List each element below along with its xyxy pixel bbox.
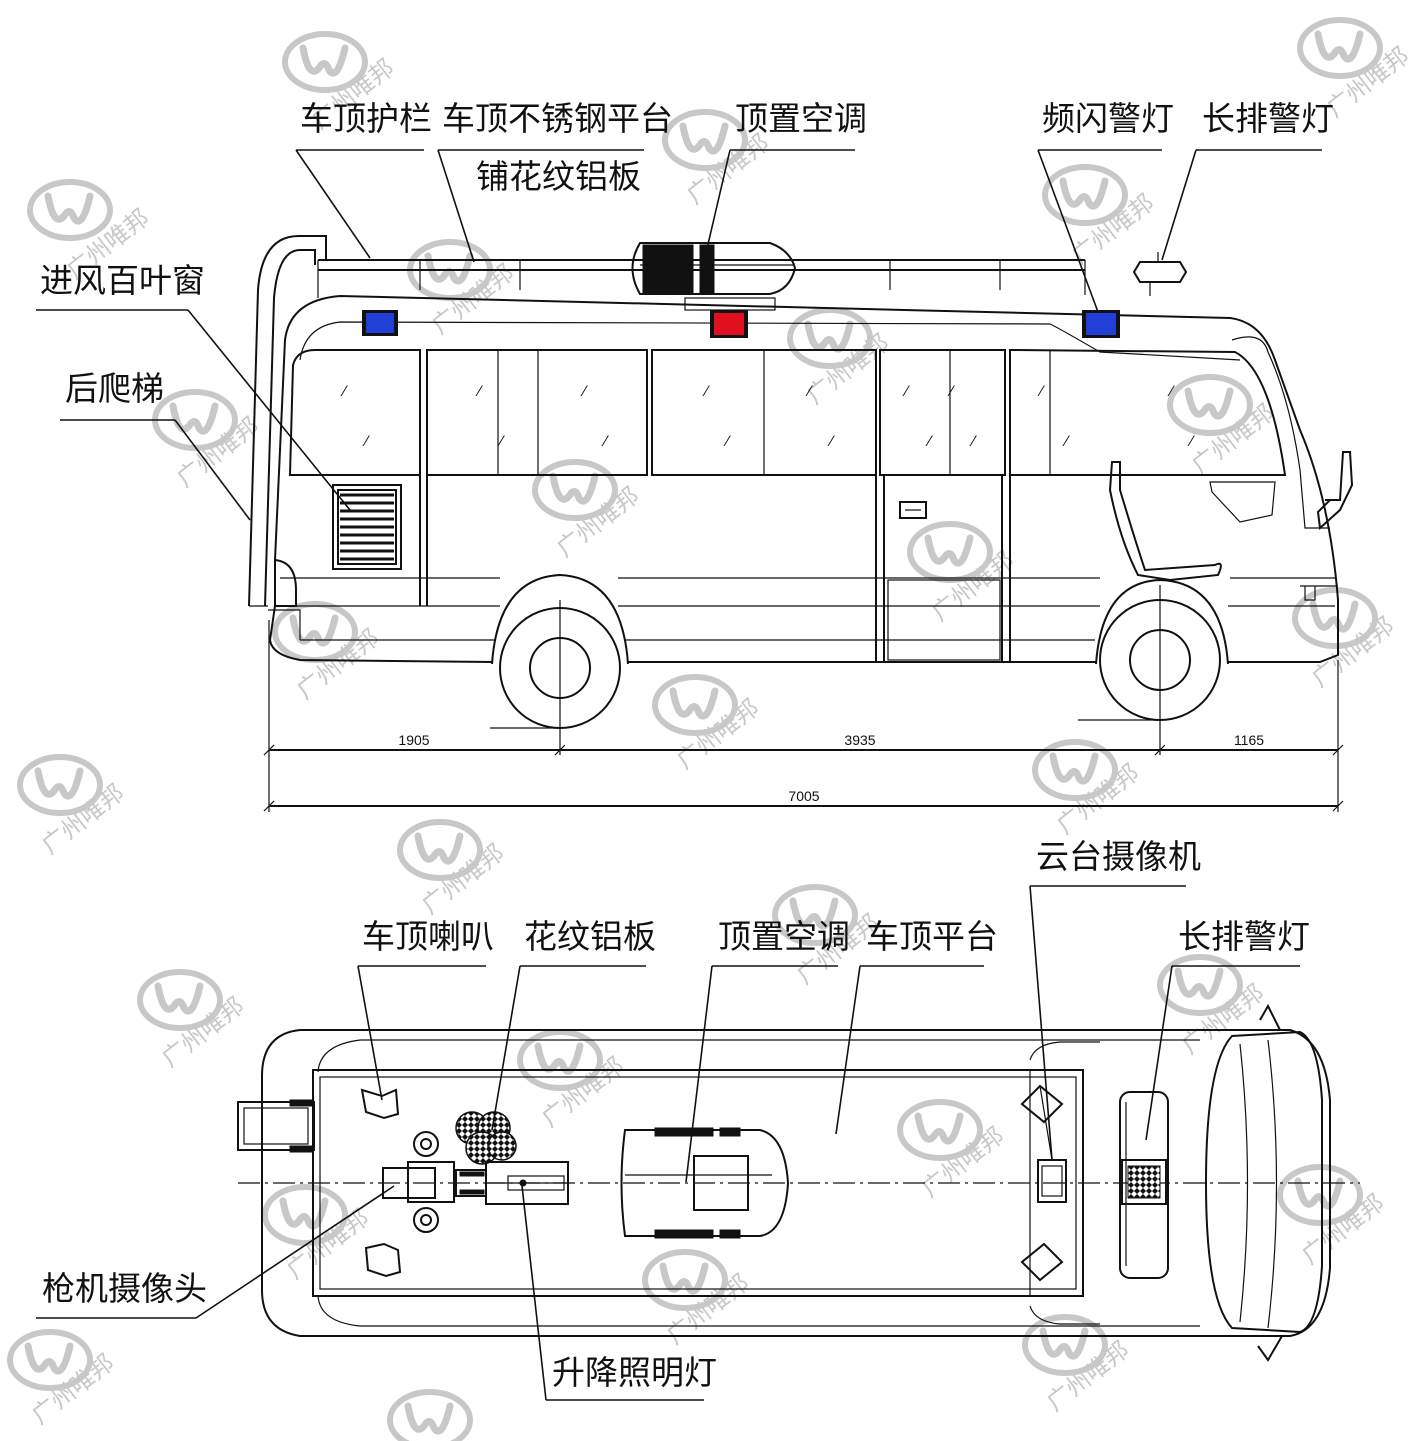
- watermark-text: 广州唯邦: [916, 1122, 1009, 1203]
- svg-text:⁄: ⁄: [1167, 384, 1175, 400]
- w-logo-icon: [390, 1392, 470, 1441]
- watermark-text: 广州唯邦: [171, 412, 264, 493]
- watermark: 广州唯邦: [400, 822, 509, 920]
- w-logo-icon: [30, 182, 110, 238]
- driver-seat: [1108, 461, 1222, 582]
- label-light-bar-top: 长排警灯: [1178, 917, 1310, 956]
- vehicle-roof-outline: [261, 1029, 1331, 1337]
- side-labels: 车顶护栏 车顶不锈钢平台 铺花纹铝板 顶置空调 频闪警灯 长排警灯 进风百叶窗 …: [36, 99, 1334, 521]
- label-bullet-camera: 枪机摄像头: [42, 1269, 207, 1308]
- label-roof-platform: 车顶平台: [866, 917, 998, 956]
- roof-ac-top: [620, 1127, 790, 1239]
- svg-text:⁄: ⁄: [340, 384, 348, 400]
- roof-platform: [312, 1069, 1084, 1297]
- label-roof-platform-line1: 车顶不锈钢平台: [442, 99, 673, 138]
- svg-text:⁄: ⁄: [475, 384, 483, 400]
- svg-text:⁄: ⁄: [969, 434, 977, 450]
- label-air-louver: 进风百叶窗: [40, 261, 205, 300]
- vehicle-body: [268, 294, 1339, 663]
- label-checker-plate: 花纹铝板: [524, 917, 656, 956]
- watermark: 广州唯邦: [1160, 957, 1269, 1060]
- svg-text:⁄: ⁄: [723, 434, 731, 450]
- rear-ladder-top: [237, 1099, 315, 1153]
- svg-text:⁄: ⁄: [902, 384, 910, 400]
- dim-rear-overhang: 1905: [398, 732, 429, 748]
- side-view: ⁄ ⁄ ⁄ ⁄ ⁄ ⁄ ⁄ ⁄ ⁄ ⁄ ⁄ ⁄ ⁄ ⁄ ⁄ ⁄ ⁄ ⁄: [36, 99, 1354, 812]
- top-labels: 车顶喇叭 花纹铝板 顶置空调 车顶平台 云台摄像机 长排警灯 枪机摄像头 升降照…: [36, 837, 1310, 1401]
- label-ptz-camera: 云台摄像机: [1036, 837, 1201, 876]
- watermark: 广州唯邦: [140, 972, 249, 1073]
- label-rear-ladder: 后爬梯: [65, 369, 164, 408]
- dimensions: 1905 3935 1165 7005: [263, 620, 1344, 812]
- watermark: 广州唯邦: [790, 310, 894, 410]
- windows: [288, 348, 1287, 523]
- watermark-text: 广州唯邦: [551, 482, 644, 563]
- roof-speaker-icon: [360, 1088, 400, 1120]
- roof-speaker-icon: [364, 1242, 402, 1278]
- watermark-text: 广州唯邦: [1041, 1336, 1134, 1417]
- svg-text:⁄: ⁄: [947, 384, 955, 400]
- side-mirror: [1316, 451, 1354, 531]
- watermark: 广州唯邦: [275, 604, 384, 705]
- label-roof-speaker: 车顶喇叭: [362, 917, 494, 956]
- label-roof-ac: 顶置空调: [735, 99, 867, 138]
- watermark: 广州唯邦: [655, 677, 764, 775]
- svg-text:⁄: ⁄: [925, 434, 933, 450]
- svg-text:⁄: ⁄: [827, 434, 835, 450]
- svg-text:⁄: ⁄: [362, 434, 370, 450]
- svg-text:⁄: ⁄: [1037, 384, 1045, 400]
- svg-text:⁄: ⁄: [1187, 434, 1195, 450]
- top-view: 车顶喇叭 花纹铝板 顶置空调 车顶平台 云台摄像机 长排警灯 枪机摄像头 升降照…: [36, 837, 1360, 1401]
- svg-text:⁄: ⁄: [702, 384, 710, 400]
- label-lifting-light: 升降照明灯: [552, 1353, 717, 1392]
- cab-front-top: [1204, 1003, 1323, 1362]
- svg-text:⁄: ⁄: [1062, 434, 1070, 450]
- label-light-bar: 长排警灯: [1202, 99, 1334, 138]
- watermarks: 广州唯邦 广州唯邦 广州唯邦 广州唯邦 广州唯邦 广州唯邦 广州唯邦 广州唯邦: [10, 20, 1413, 1441]
- air-louver-grille: [332, 484, 402, 570]
- light-bar-side: [1132, 252, 1188, 296]
- lifting-light-mast: [382, 1131, 569, 1233]
- watermark: 广州唯邦: [155, 392, 264, 493]
- watermark: 广州唯邦: [535, 462, 644, 563]
- watermark: 广州唯邦: [1045, 167, 1159, 270]
- roof-ac-unit: [631, 242, 797, 311]
- blue-light-lens: [366, 313, 394, 333]
- watermark: 广州唯邦: [520, 1032, 629, 1133]
- label-roof-platform-line2: 铺花纹铝板: [476, 157, 641, 196]
- svg-text:⁄: ⁄: [805, 384, 813, 400]
- dim-front-overhang: 1165: [1234, 732, 1264, 748]
- watermark-text: 广州唯邦: [291, 624, 384, 705]
- watermark-text: 广州唯邦: [536, 1052, 629, 1133]
- watermark: 广州唯邦: [1170, 377, 1279, 480]
- watermark: [390, 1392, 470, 1441]
- blue-light-lens: [1086, 313, 1116, 335]
- watermark: 广州唯邦: [1025, 1317, 1134, 1417]
- label-strobe-light: 频闪警灯: [1042, 99, 1174, 138]
- label-roof-ac-top: 顶置空调: [718, 917, 850, 956]
- light-bar-top: [1119, 1091, 1169, 1279]
- svg-text:⁄: ⁄: [497, 434, 505, 450]
- dim-wheelbase: 3935: [844, 732, 875, 748]
- rear-ladder: [248, 234, 327, 607]
- watermark: 广州唯邦: [900, 1102, 1009, 1203]
- dim-overall-length: 7005: [788, 788, 819, 804]
- watermark: 广州唯邦: [10, 1332, 119, 1430]
- svg-text:⁄: ⁄: [601, 434, 609, 450]
- svg-text:⁄: ⁄: [580, 384, 588, 400]
- watermark: 广州唯邦: [1035, 742, 1144, 840]
- watermark: 广州唯邦: [410, 242, 519, 340]
- watermark-text: 广州唯邦: [156, 992, 249, 1073]
- label-roof-guardrail: 车顶护栏: [300, 99, 432, 138]
- watermark: 广州唯邦: [20, 757, 129, 860]
- window-markers: ⁄ ⁄ ⁄ ⁄ ⁄ ⁄ ⁄ ⁄ ⁄ ⁄ ⁄ ⁄ ⁄ ⁄ ⁄ ⁄ ⁄ ⁄: [340, 384, 1195, 450]
- red-light-lens: [714, 313, 744, 335]
